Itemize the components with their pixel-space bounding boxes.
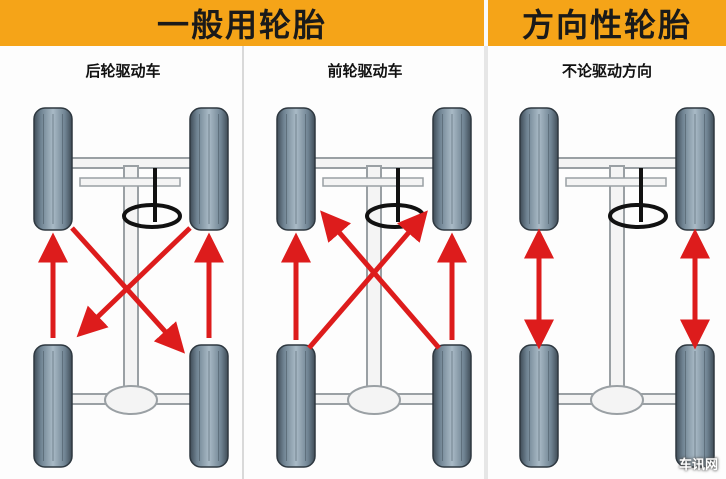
panel-divider-2 (484, 46, 488, 479)
arrow-rear-right-to-front-left (320, 210, 441, 350)
panel-divider-1 (242, 46, 244, 479)
panel-subtitle-front-drive: 前轮驱动车 (327, 62, 403, 80)
frame-crossmember (79, 177, 181, 187)
differential (104, 385, 158, 415)
frame-crossmember (565, 177, 667, 187)
arrow-rear-left-to-front-right (307, 210, 428, 350)
arrow-front-left-to-rear-right (70, 226, 186, 354)
panel-subtitle-any-drive: 不论驱动方向 (561, 62, 652, 80)
header-gap (484, 0, 488, 46)
drive-shaft (609, 165, 625, 399)
directional-tire-title: 方向性轮胎 (521, 6, 692, 44)
arrow-front-right-to-rear-left (76, 226, 192, 338)
chassis-panel-front-cross (276, 107, 472, 468)
steering-wheel-icon (608, 203, 668, 229)
differential (347, 385, 401, 415)
panel-subtitle-rear-drive: 后轮驱动车 (85, 62, 161, 80)
chassis-panel-rear-cross (33, 107, 229, 468)
steering-wheel-icon (122, 203, 182, 229)
general-tire-header: 一般用轮胎 (0, 0, 484, 46)
general-tire-title: 一般用轮胎 (156, 6, 327, 44)
differential (590, 385, 644, 415)
chassis-panel-straight-swap (519, 107, 715, 468)
frame-crossmember (322, 177, 424, 187)
directional-tire-header: 方向性轮胎 (488, 0, 726, 46)
watermark-logo: 车讯网 (678, 458, 718, 473)
